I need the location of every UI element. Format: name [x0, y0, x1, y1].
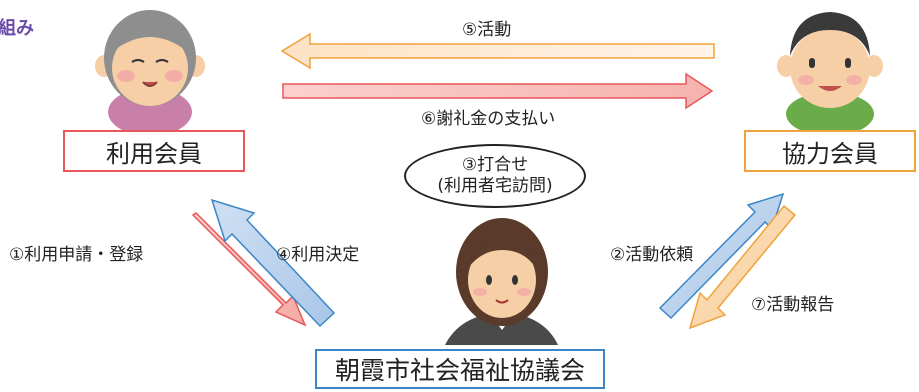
arrow-honorarium [282, 72, 714, 110]
meeting-line-1: ③打合せ [461, 154, 529, 175]
arrow-activity [280, 32, 715, 70]
meeting-line-2: (利用者宅訪問) [437, 176, 553, 196]
step-6-label: ⑥謝礼金の支払い [421, 109, 556, 129]
council-box: 朝霞市社会福祉協議会 [315, 349, 605, 389]
arrow-request [658, 192, 785, 320]
staff-woman-icon [445, 218, 558, 345]
coop-member-box: 協力会員 [744, 130, 916, 172]
step-1-label: ①利用申請・登録 [9, 245, 144, 265]
arrow-report [688, 204, 797, 330]
step-4-label: ④利用決定 [276, 245, 360, 265]
heading-fragment: 組み [0, 18, 34, 39]
arrow-decision [210, 198, 336, 328]
step-5-label: ⑤活動 [462, 20, 512, 40]
elderly-woman-icon [95, 10, 205, 136]
user-member-box: 利用会員 [63, 130, 245, 172]
arrow-application [191, 212, 307, 327]
step-2-label: ②活動依頼 [610, 245, 694, 265]
meeting-ellipse: ③打合せ (利用者宅訪問) [404, 144, 586, 208]
middle-aged-man-icon [777, 12, 883, 136]
step-7-label: ⑦活動報告 [751, 295, 835, 315]
